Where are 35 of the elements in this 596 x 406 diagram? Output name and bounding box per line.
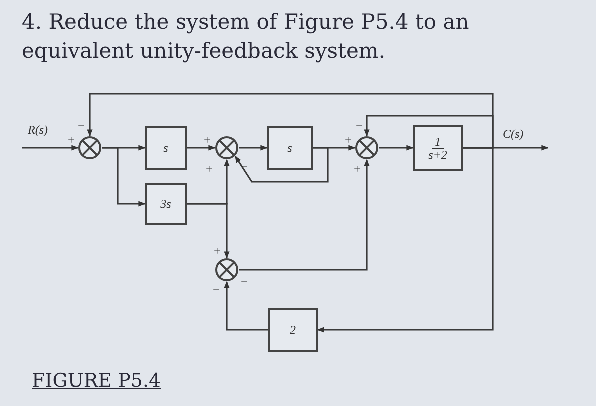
transfer-function-block: s	[267, 126, 313, 170]
signal-label: R(s)	[28, 124, 48, 136]
signal-arrow	[234, 147, 329, 183]
sign-label: −	[356, 120, 363, 132]
sign-label: −	[241, 161, 248, 173]
signal-arrow	[187, 145, 216, 151]
summing-junction	[215, 136, 239, 160]
sign-label: +	[345, 134, 352, 146]
sign-label: −	[78, 120, 85, 132]
sign-label: −	[213, 284, 220, 296]
sign-label: +	[204, 134, 211, 146]
signal-arrow	[239, 145, 268, 151]
signal-arrow	[239, 159, 370, 271]
transfer-function-block: 2	[268, 308, 318, 352]
signal-arrow	[87, 93, 494, 149]
transfer-function-block: 3s	[145, 183, 187, 225]
summing-junction	[78, 136, 102, 160]
problem-statement: 4. Reduce the system of Figure P5.4 to an equivalent unity-feedback system.	[22, 9, 470, 65]
signal-arrow	[317, 147, 494, 333]
summing-junction	[215, 258, 239, 282]
signal-arrow	[379, 145, 414, 151]
sign-label: +	[206, 163, 213, 175]
signal-arrow	[22, 145, 79, 151]
sign-label: −	[241, 276, 248, 288]
transfer-function-block: 1 s+2	[413, 125, 463, 171]
sign-label: +	[68, 134, 75, 146]
signal-arrow	[224, 281, 268, 331]
signal-arrow	[187, 203, 230, 259]
sign-label: +	[354, 163, 361, 175]
summing-junction	[355, 136, 379, 160]
transfer-function-block: s	[145, 126, 187, 170]
sign-label: +	[214, 245, 221, 257]
signal-label: C(s)	[503, 128, 524, 140]
signal-arrow	[102, 147, 146, 207]
figure-caption: FIGURE P5.4	[32, 370, 162, 392]
